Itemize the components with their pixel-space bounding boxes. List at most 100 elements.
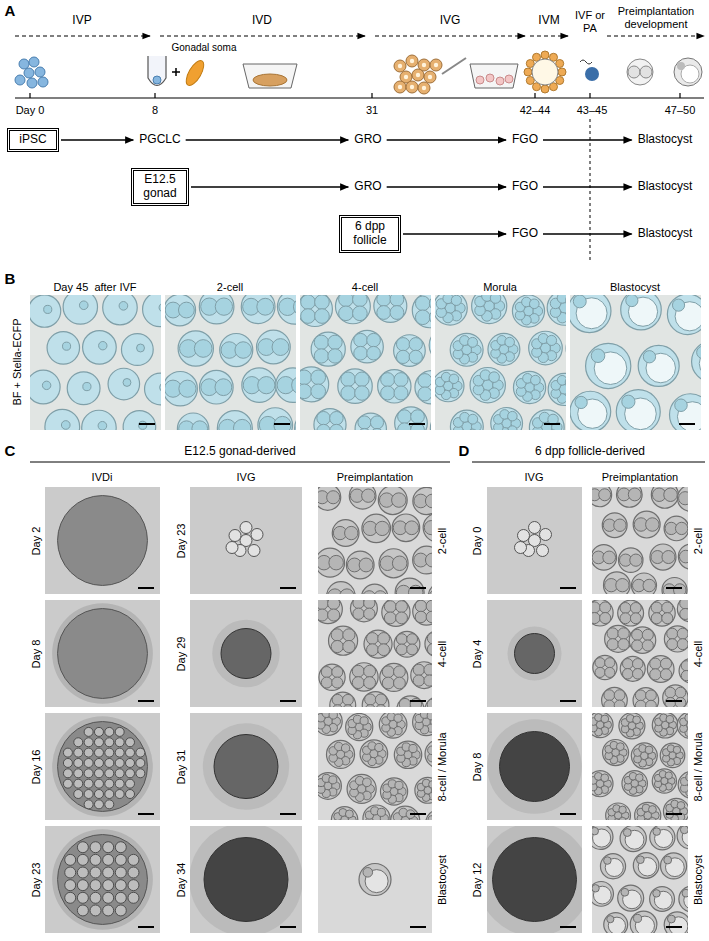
panel-heading: 6 dpp follicle-derived [535, 445, 645, 459]
follicle [90, 892, 101, 903]
flow-arrow [191, 186, 348, 187]
micrograph-ground [45, 826, 160, 933]
embryo [586, 343, 631, 388]
culture-dish [470, 64, 518, 88]
blastomere [407, 634, 418, 645]
stage-arrow [530, 35, 568, 36]
blastomere [645, 746, 653, 754]
cumulus-cell [541, 85, 549, 93]
flow-arrow [61, 139, 133, 140]
inner-cell-mass [575, 396, 587, 408]
blastomere [331, 640, 343, 652]
follicle [94, 738, 103, 747]
inner-cell-mass [643, 351, 655, 363]
stage-label: 2-cell [692, 527, 705, 553]
blastomere [394, 714, 402, 722]
micrograph-content [212, 620, 280, 688]
inner-cell-mass [607, 916, 614, 923]
micrograph [315, 482, 457, 610]
follicle [90, 905, 101, 916]
gonad-aggregate [58, 496, 148, 586]
blastomere [642, 819, 650, 827]
stage-label: Blastocyst [635, 225, 696, 243]
blastomere [690, 608, 701, 619]
blastomere [660, 658, 671, 669]
embryo [26, 370, 60, 404]
micrograph-content [314, 707, 454, 837]
blastomere [548, 430, 558, 440]
blastomere [352, 677, 364, 689]
embryo [425, 697, 451, 723]
blastomere [332, 667, 343, 678]
blastomere [398, 410, 412, 424]
blastomere [690, 598, 701, 609]
blastomere [677, 628, 688, 639]
follicle [94, 800, 103, 809]
follicle [65, 880, 76, 891]
image-title: 4-cell [352, 281, 378, 294]
follicle [63, 779, 72, 788]
blastomere [321, 677, 332, 688]
follicle [90, 842, 101, 853]
inner-cell-mass [592, 885, 599, 892]
embryo [472, 288, 507, 323]
image-title: Morula [483, 281, 517, 294]
blastomere [396, 644, 407, 655]
embryo [663, 798, 689, 824]
inner-cell-mass [672, 299, 684, 311]
blastomere [394, 373, 408, 387]
pgclc-aggregate [153, 76, 161, 84]
blastomere [679, 550, 692, 563]
embryo [319, 664, 345, 690]
blastomere [677, 802, 685, 810]
culture-dish [243, 64, 297, 88]
blastomere [257, 298, 274, 315]
day-label: Day 8 [30, 639, 43, 668]
follicle [84, 790, 93, 799]
nucleus [123, 379, 131, 387]
embryo [349, 482, 376, 509]
blastomere [364, 608, 375, 619]
blastomere [675, 522, 687, 534]
embryo [570, 391, 611, 432]
micrograph-ground [190, 713, 302, 820]
inner-cell-mass [680, 826, 688, 834]
inner-cell-mass [623, 829, 631, 837]
column-heading: IVG [237, 471, 256, 484]
oocyte [404, 75, 408, 79]
follicle [77, 880, 88, 891]
blastomere [616, 743, 624, 751]
oocyte [410, 85, 414, 89]
embryo [602, 687, 628, 713]
follicle [77, 842, 88, 853]
blastomere [418, 374, 432, 388]
blastomere [665, 772, 672, 779]
follicle [115, 880, 126, 891]
micrograph-ground [318, 487, 432, 594]
blastomere [272, 339, 289, 356]
embryo [513, 371, 545, 403]
image-title: Blastocyst [610, 281, 660, 294]
source-box: E12.5 gonad [131, 168, 189, 206]
follicle [74, 769, 83, 778]
blastomere [375, 521, 389, 535]
ipsc-cell [29, 57, 39, 67]
blastomere [192, 421, 208, 437]
blastomere [359, 558, 373, 572]
blastomere [311, 370, 326, 385]
embryo [45, 409, 80, 444]
inner-cell-mass [682, 889, 690, 897]
micrograph-content [52, 716, 153, 817]
node-text: Blastocyst [638, 180, 693, 194]
embryo [647, 656, 674, 683]
embryo [667, 294, 708, 335]
micrograph-content [315, 482, 457, 610]
blastomere [662, 613, 673, 624]
scale-bar [138, 700, 154, 702]
blastomere [666, 715, 674, 723]
blastomere [316, 597, 328, 609]
blastomere [342, 694, 353, 705]
blastomere [441, 589, 455, 603]
embryo [621, 289, 662, 330]
